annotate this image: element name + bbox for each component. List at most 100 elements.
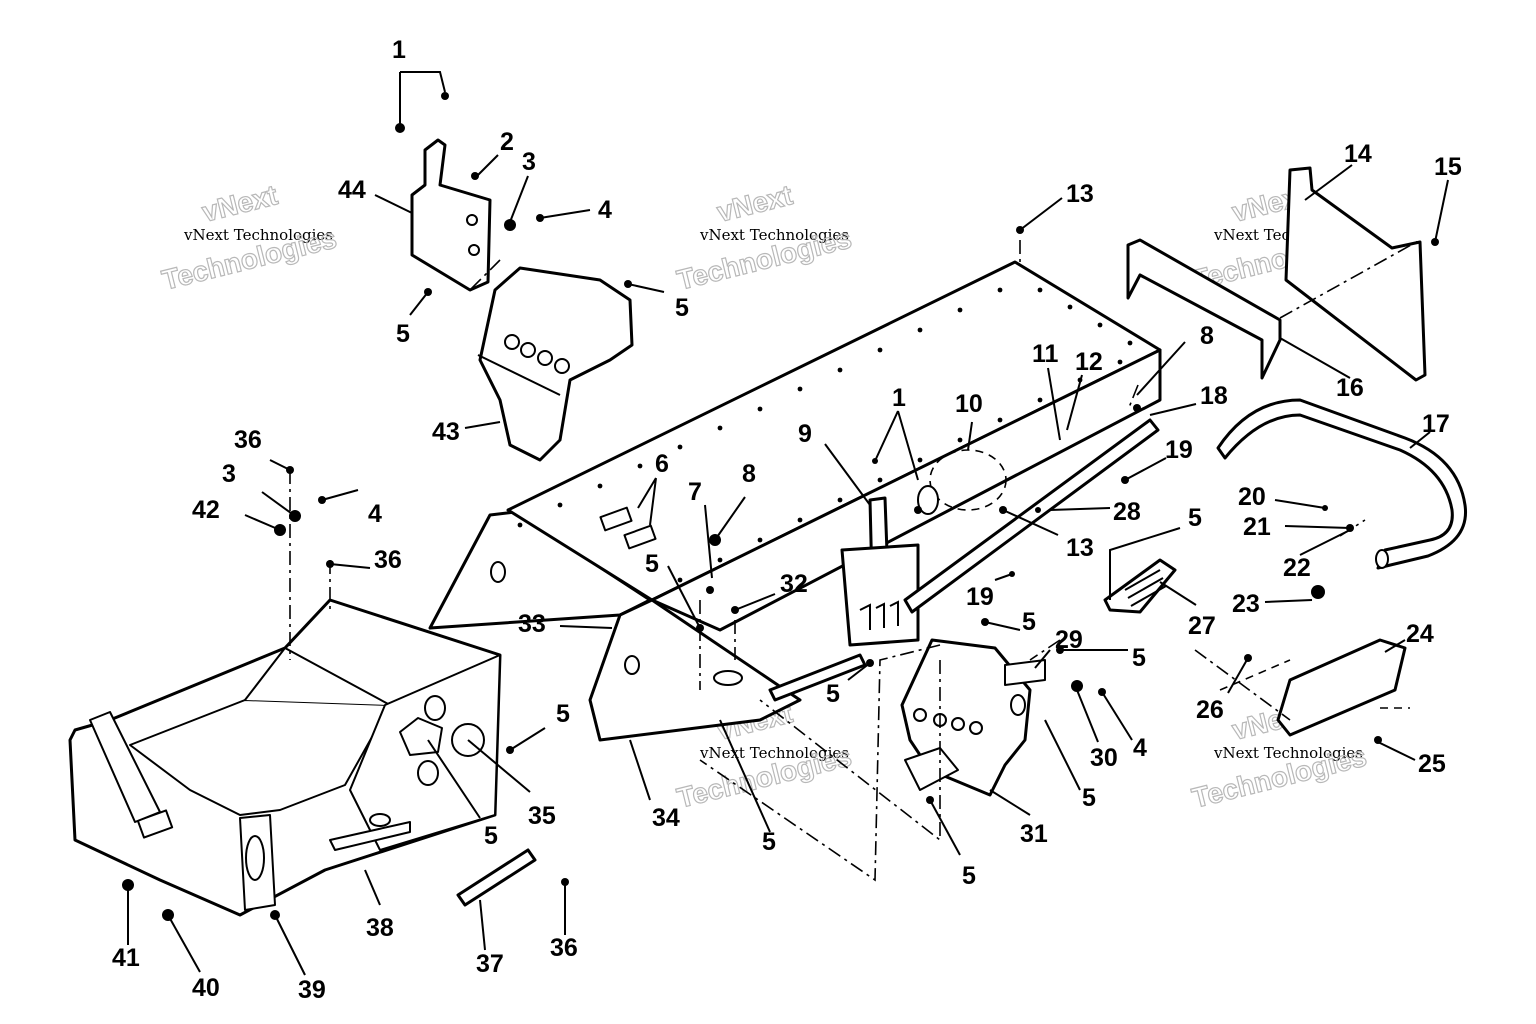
callout-12: 12 — [1075, 348, 1103, 376]
callout-19: 19 — [1165, 436, 1193, 464]
callout-17: 17 — [1422, 410, 1450, 438]
front-frame-38 — [68, 598, 502, 917]
callout-26: 26 — [1196, 696, 1224, 724]
callout-8: 8 — [742, 460, 756, 488]
callout-36: 36 — [234, 426, 262, 454]
callout-9: 9 — [798, 420, 812, 448]
steering-bushing — [917, 485, 939, 515]
bracket-37-body — [456, 848, 537, 907]
bracket-hole — [913, 708, 927, 722]
callout-4: 4 — [598, 196, 612, 224]
frame-hole — [713, 670, 743, 686]
bulkhead-hole — [424, 695, 446, 721]
watermark-text: vNext Technologies — [183, 226, 333, 244]
lower-center-bracket — [900, 638, 1046, 797]
callout-4: 4 — [1133, 734, 1147, 762]
steering-plate-slots — [859, 600, 899, 630]
flap-bracket-16 — [1126, 238, 1282, 380]
bulkhead-hole — [417, 760, 439, 786]
decal-upper — [599, 506, 633, 532]
callout-5: 5 — [962, 862, 976, 890]
callout-31: 31 — [1020, 820, 1048, 848]
bracket-foot — [904, 747, 959, 791]
frame-hole — [490, 561, 506, 583]
assembly-lines — [289, 239, 1421, 882]
hood-bracket-44 — [410, 138, 492, 292]
bracket-hole — [951, 717, 965, 731]
callout-30: 30 — [1090, 744, 1118, 772]
callout-38: 38 — [366, 914, 394, 942]
callout-21: 21 — [1243, 513, 1271, 541]
callout-37: 37 — [476, 950, 504, 978]
callout-40: 40 — [192, 974, 220, 1002]
frame-front-end — [588, 598, 802, 742]
running-board-ribs — [1124, 569, 1167, 607]
shroud-hole — [554, 358, 570, 374]
callout-3: 3 — [222, 460, 236, 488]
grab-bar-17 — [1216, 398, 1468, 570]
callout-35: 35 — [528, 802, 556, 830]
callout-11: 11 — [1032, 340, 1059, 368]
callout-5: 5 — [675, 294, 689, 322]
watermark-brand: vNext — [714, 179, 795, 228]
watermark-text: vNext Technologies — [1213, 744, 1363, 762]
callout-34: 34 — [652, 804, 680, 832]
callout-25: 25 — [1418, 750, 1446, 778]
bracket-hole — [969, 721, 983, 735]
callout-6: 6 — [655, 450, 669, 478]
watermark-1: vNext vNext Technologies Technologies — [158, 179, 340, 297]
callout-8: 8 — [1200, 322, 1214, 350]
bracket-hole — [468, 244, 480, 256]
watermark-text: vNext Technologies — [699, 226, 849, 244]
side-bracket-24 — [1276, 638, 1407, 737]
steering-post-assembly — [840, 485, 939, 647]
shroud-hole — [504, 334, 520, 350]
callout-5: 5 — [645, 550, 659, 578]
watermark-2: vNext vNext Technologies Technologies — [673, 179, 855, 297]
frame-side-face — [650, 348, 1162, 632]
grab-bar-end — [1375, 549, 1389, 569]
shroud-rod — [477, 354, 561, 396]
callout-14: 14 — [1344, 140, 1372, 168]
callout-44: 44 — [338, 176, 366, 204]
callout-5: 5 — [484, 822, 498, 850]
shroud-hole — [520, 342, 536, 358]
callout-5: 5 — [1132, 644, 1146, 672]
callout-42: 42 — [192, 496, 220, 524]
callout-13: 13 — [1066, 534, 1094, 562]
callout-3: 3 — [522, 148, 536, 176]
running-board-bracket — [1103, 558, 1177, 614]
link-29 — [1004, 659, 1046, 686]
callout-33: 33 — [518, 610, 546, 638]
leader-lines — [127, 71, 1449, 976]
bracket-hole — [1010, 694, 1026, 716]
bracket-hole — [466, 214, 478, 226]
callout-24: 24 — [1406, 620, 1434, 648]
callout-28: 28 — [1113, 498, 1141, 526]
callout-1: 1 — [392, 36, 406, 64]
decal-lower — [623, 524, 657, 550]
callout-16: 16 — [1336, 374, 1364, 402]
callout-2: 2 — [500, 128, 514, 156]
callout-36: 36 — [550, 934, 578, 962]
callout-7: 7 — [688, 478, 702, 506]
callout-27: 27 — [1188, 612, 1216, 640]
snow-flap-assembly — [1126, 166, 1427, 382]
callout-5: 5 — [556, 700, 570, 728]
tie-rod-bar — [903, 418, 1160, 614]
callout-23: 23 — [1232, 590, 1260, 618]
callout-36: 36 — [374, 546, 402, 574]
callout-20: 20 — [1238, 483, 1266, 511]
tie-rod — [768, 418, 1160, 702]
callout-5: 5 — [1082, 784, 1096, 812]
upper-bracket-assembly — [410, 138, 634, 462]
callout-4: 4 — [368, 500, 382, 528]
front-strap — [89, 711, 161, 823]
frame-hole — [624, 655, 640, 675]
callout-5: 5 — [1022, 608, 1036, 636]
callout-29: 29 — [1055, 626, 1083, 654]
callout-10: 10 — [955, 390, 983, 418]
callout-labels: 1 2 3 4 44 5 5 43 36 3 4 42 36 6 7 8 5 3… — [112, 36, 1462, 1004]
callout-19: 19 — [966, 583, 994, 611]
front-frame-ridge — [244, 647, 391, 706]
